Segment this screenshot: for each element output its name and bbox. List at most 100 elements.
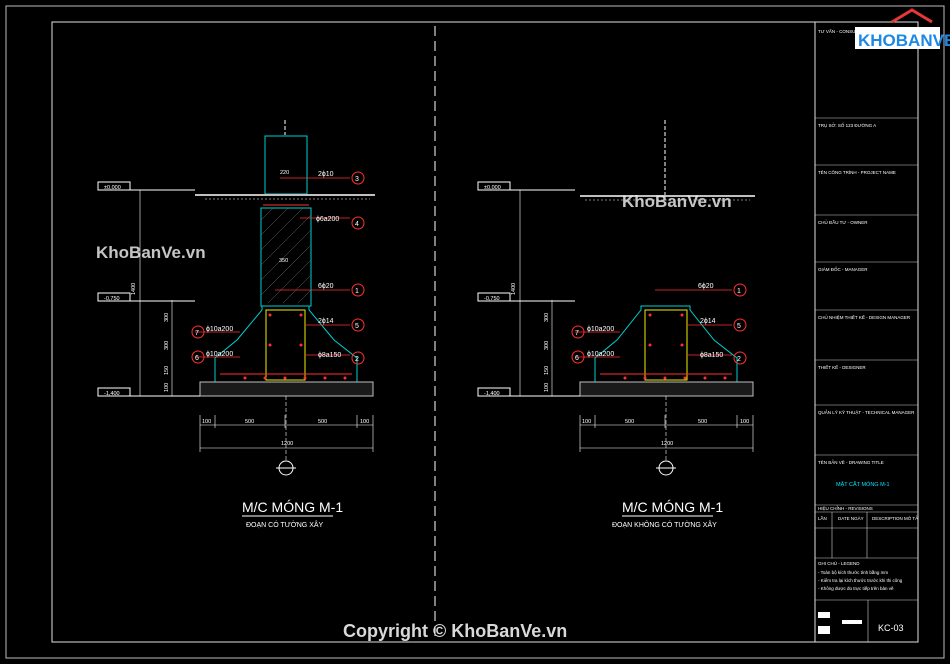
tb-project: TÊN CÔNG TRÌNH - PROJECT NAME bbox=[818, 168, 896, 175]
tb-stamp bbox=[818, 612, 862, 634]
dim-500-right: 500 bbox=[318, 419, 327, 425]
level-minus-0750: -0,750 bbox=[484, 296, 500, 302]
marker-circles bbox=[571, 283, 747, 365]
rebar-label-phi6a200: ɸ6a200 bbox=[316, 216, 339, 223]
dim-100-left: 100 bbox=[202, 419, 211, 425]
stirrup bbox=[265, 309, 306, 381]
marker-2: 2 bbox=[355, 356, 359, 363]
logo-background bbox=[855, 27, 940, 49]
logo-text: KHOBANVE bbox=[858, 31, 950, 50]
marker-6: 6 bbox=[195, 355, 199, 362]
rebar-label-phi8a150: ɸ8a150 bbox=[700, 352, 723, 359]
logo-roof-icon bbox=[891, 8, 933, 24]
marker-5: 5 bbox=[355, 323, 359, 330]
section-title: M/C MÓNG M-1 bbox=[622, 499, 723, 515]
tb-tech-manager: QUẢN LÝ KỸ THUẬT - TECHNICAL MANAGER bbox=[818, 409, 915, 415]
side-dim-4: 100 bbox=[544, 383, 550, 392]
rebar-dots bbox=[243, 313, 347, 380]
marker-2: 2 bbox=[737, 356, 741, 363]
watermark-left: KhoBanVe.vn bbox=[96, 243, 206, 262]
tb-owner: CHỦ ĐẦU TƯ - OWNER bbox=[818, 219, 868, 225]
rebar-label-6phi20: 6ɸ20 bbox=[318, 283, 334, 290]
side-dim-2: 300 bbox=[544, 341, 550, 350]
level-marks bbox=[97, 181, 200, 397]
rebar-leaders bbox=[575, 289, 732, 358]
rebar-label-phi10a200-b: ɸ10a200 bbox=[587, 351, 614, 358]
rebar-label-2phi10: 2ɸ10 bbox=[318, 171, 334, 178]
section-subtitle: ĐOẠN CÓ TƯỜNG XÂY bbox=[246, 520, 324, 529]
marker-4: 4 bbox=[355, 221, 359, 228]
dim-100-left: 100 bbox=[582, 419, 591, 425]
level-minus-0750: -0,750 bbox=[104, 296, 120, 302]
tb-note-3: - Không được đo trực tiếp trên bản vẽ bbox=[818, 586, 894, 591]
dim-100-right: 100 bbox=[360, 419, 369, 425]
marker-circles bbox=[191, 171, 365, 365]
section-subtitle: ĐOẠN KHÔNG CÓ TƯỜNG XÂY bbox=[612, 520, 717, 529]
dim-total: 1200 bbox=[281, 441, 293, 447]
marker-7: 7 bbox=[575, 330, 579, 337]
side-dim-2: 300 bbox=[164, 341, 170, 350]
wall-hatch bbox=[260, 207, 312, 304]
side-dim-3: 150 bbox=[164, 366, 170, 375]
lean-concrete bbox=[199, 381, 374, 397]
outer-frame bbox=[5, 5, 945, 659]
depth-label: 1400 bbox=[131, 283, 137, 295]
rebar-dots bbox=[623, 313, 727, 380]
tb-drawing-title: MẶT CẮT MÓNG M-1 bbox=[836, 480, 890, 488]
level-marks bbox=[477, 181, 580, 397]
tb-address: TRỤ SỞ: SỐ 123 ĐƯỜNG A bbox=[818, 122, 876, 128]
dim-total: 1200 bbox=[661, 441, 673, 447]
rebar-label-phi10a200-a: ɸ10a200 bbox=[206, 326, 233, 333]
copyright-text: Copyright © KhoBanVe.vn bbox=[343, 621, 567, 641]
tb-rev-col-2: DATE NGÀY bbox=[838, 515, 864, 521]
stirrup bbox=[644, 309, 688, 381]
side-dim-1: 300 bbox=[164, 313, 170, 322]
title-block: TƯ VẤN - CONSULTANT TRỤ SỞ: SỐ 123 ĐƯỜNG… bbox=[815, 28, 918, 642]
level-minus-1400: -1,400 bbox=[104, 391, 120, 397]
dim-500-left: 500 bbox=[625, 419, 634, 425]
watermark-right: KhoBanVe.vn bbox=[622, 192, 732, 211]
depth-label: 1400 bbox=[511, 283, 517, 295]
marker-5: 5 bbox=[737, 323, 741, 330]
marker-6: 6 bbox=[575, 355, 579, 362]
section-right: 6ɸ20 2ɸ14 ɸ8a150 ɸ10a200 ɸ10a200 1 5 2 7… bbox=[477, 120, 755, 529]
column-width-label: 220 bbox=[280, 170, 289, 176]
tb-note-1: - Toàn bộ kích thước tính bằng mm bbox=[818, 569, 888, 575]
side-dim-3: 150 bbox=[544, 366, 550, 375]
section-title: M/C MÓNG M-1 bbox=[242, 499, 343, 515]
tb-notes-header: GHI CHÚ - LEGEND bbox=[818, 560, 860, 566]
level-minus-1400: -1,400 bbox=[484, 391, 500, 397]
dim-100-right: 100 bbox=[740, 419, 749, 425]
dim-500-right: 500 bbox=[698, 419, 707, 425]
tb-manager: GIÁM ĐỐC - MANAGER bbox=[818, 266, 868, 272]
title-block-lines bbox=[815, 117, 918, 642]
side-dim-4: 100 bbox=[164, 383, 170, 392]
tb-consultant: TƯ VẤN - CONSULTANT bbox=[818, 28, 869, 34]
marker-3: 3 bbox=[355, 176, 359, 183]
bottom-dim-lines bbox=[579, 415, 754, 452]
marker-1: 1 bbox=[737, 288, 741, 295]
tb-sheet-number: KC-03 bbox=[878, 623, 904, 633]
tb-rev-col-3: DESCRIPTION MÔ TẢ bbox=[872, 515, 918, 521]
rebar-leaders bbox=[195, 177, 350, 358]
rebar-label-6phi20: 6ɸ20 bbox=[698, 283, 714, 290]
rebar-label-phi8a150: ɸ8a150 bbox=[318, 352, 341, 359]
tb-revisions: HIỆU CHỈNH - REVISIONS bbox=[818, 504, 873, 511]
marker-7: 7 bbox=[195, 330, 199, 337]
dim-500-left: 500 bbox=[245, 419, 254, 425]
tb-rev-col-1: LẦN bbox=[818, 515, 827, 521]
tb-design-manager: CHỦ NHIỆM THIẾT KẾ - DESIGN MANAGER bbox=[818, 313, 911, 320]
tb-note-2: - Kiểm tra lại kích thước trước khi thi … bbox=[818, 577, 903, 583]
side-dim-1: 300 bbox=[544, 313, 550, 322]
level-0: ±0,000 bbox=[484, 185, 501, 191]
inner-frame bbox=[51, 21, 919, 643]
rebar-label-phi10a200-a: ɸ10a200 bbox=[587, 326, 614, 333]
footing-outline bbox=[214, 305, 358, 383]
section-left: 220 350 bbox=[97, 120, 375, 529]
bottom-dim-lines bbox=[199, 415, 374, 452]
footing-outline bbox=[594, 305, 738, 383]
rebar-label-2phi14: 2ɸ14 bbox=[318, 318, 334, 325]
marker-1: 1 bbox=[355, 288, 359, 295]
level-0: ±0,000 bbox=[104, 185, 121, 191]
